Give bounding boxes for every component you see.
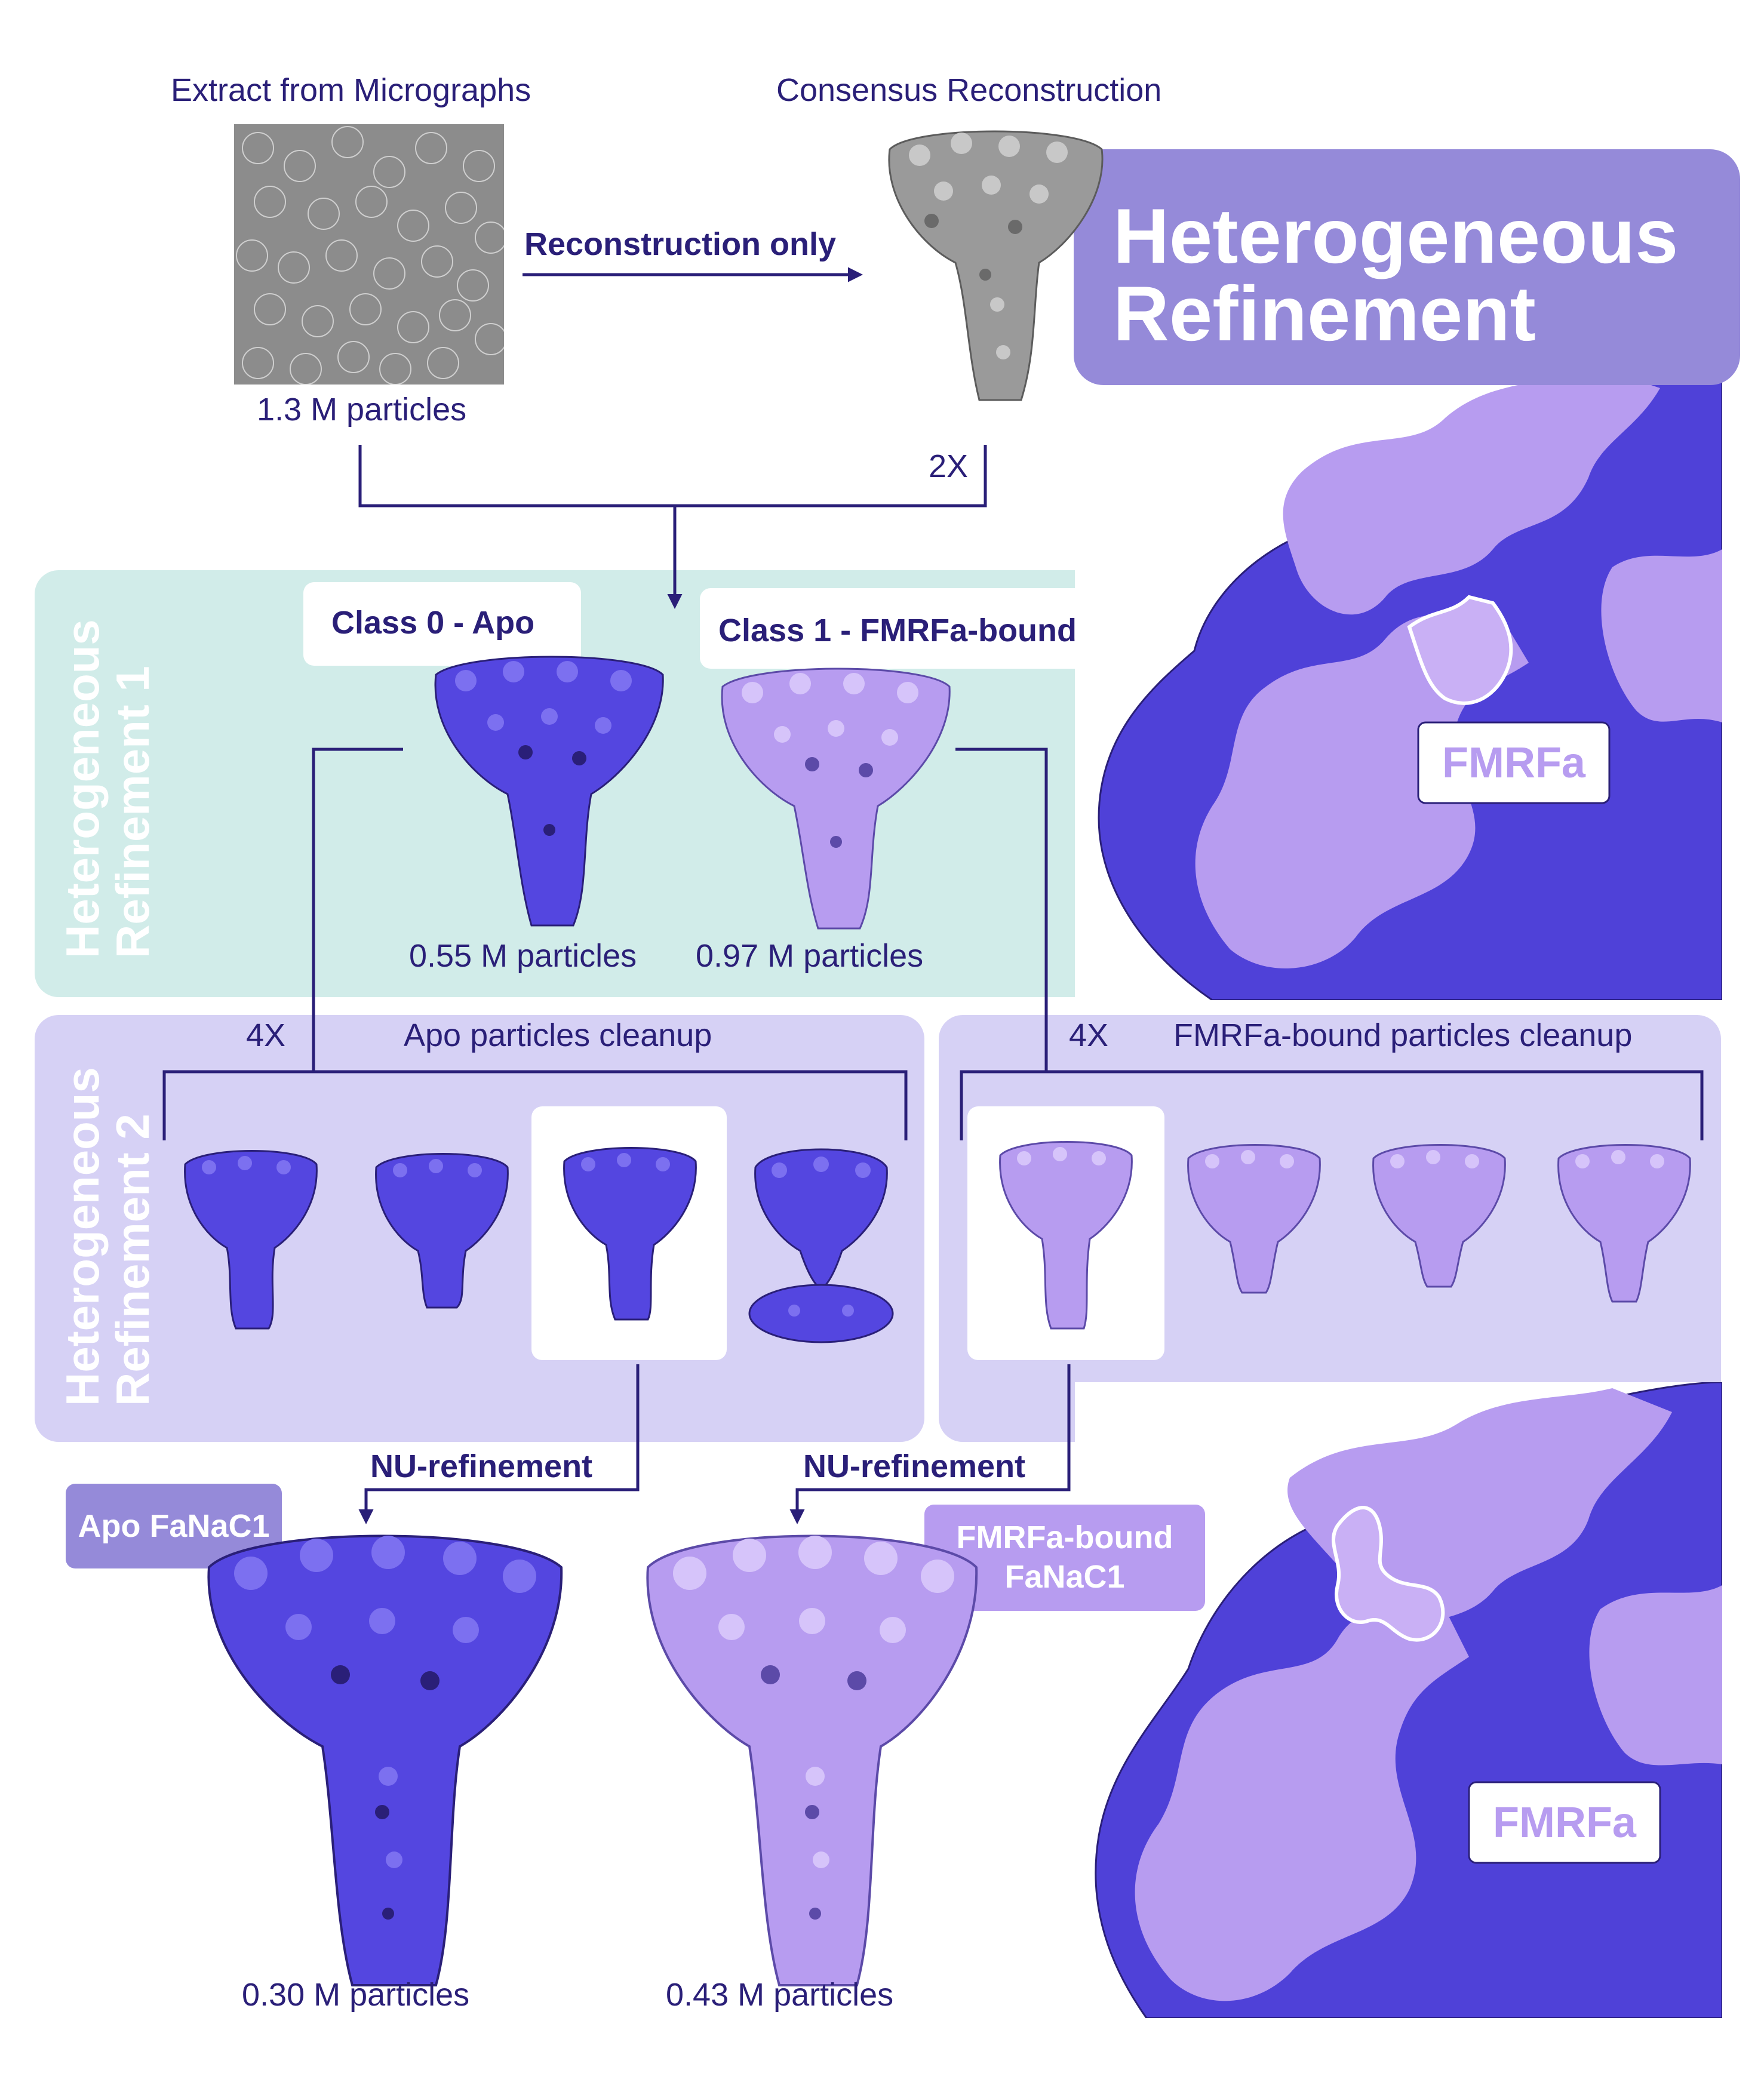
apo-class-c-density — [563, 1147, 697, 1321]
class1-label: Class 1 - FMRFa-bound — [718, 613, 1077, 648]
fmrfa-tag-line-2: FaNaC1 — [1004, 1559, 1125, 1595]
reconstruction-only-label: Reconstruction only — [524, 226, 837, 262]
title-card: Heterogeneous Refinement — [1074, 149, 1740, 385]
fmrfa-class-d-density — [1557, 1144, 1691, 1303]
consensus-density — [888, 130, 1104, 401]
apo-class-a-density — [184, 1150, 318, 1330]
nu-refinement-left: NU-refinement — [370, 1448, 593, 1484]
micrograph-image — [234, 124, 504, 385]
apo-cleanup-label: Apo particles cleanup — [404, 1017, 712, 1053]
zoom-bottom-label: FMRFa — [1493, 1799, 1637, 1847]
title-line-2: Refinement — [1113, 270, 1536, 357]
fmrfa-cleanup-label: FMRFa-bound particles cleanup — [1173, 1017, 1633, 1053]
extract-label: Extract from Micrographs — [171, 72, 531, 108]
class1-density — [721, 668, 951, 930]
fmrfa-final-particles: 0.43 M particles — [666, 1977, 894, 2013]
class1-particles: 0.97 M particles — [696, 938, 924, 974]
consensus-label: Consensus Reconstruction — [776, 72, 1162, 108]
apo-multiplier: 4X — [246, 1017, 286, 1053]
class0-label-box — [303, 582, 581, 666]
apo-final-particles: 0.30 M particles — [242, 1977, 470, 2013]
class0-label: Class 0 - Apo — [331, 605, 535, 641]
zoom-density-bottom: FMRFa — [1075, 1382, 1722, 2018]
zoom-top-label: FMRFa — [1442, 739, 1586, 787]
class0-particles: 0.55 M particles — [409, 938, 637, 974]
fmrfa-final-density — [646, 1534, 978, 1986]
apo-fanac1-tag: Apo FaNaC1 — [66, 1484, 282, 1568]
fmrfa-class-a-density — [999, 1141, 1133, 1330]
class1-label-box — [700, 588, 1112, 669]
apo-class-b-density — [375, 1153, 509, 1309]
title-line-1: Heterogeneous — [1113, 192, 1679, 279]
fmrfa-multiplier: 4X — [1069, 1017, 1109, 1053]
multiplier-2x: 2X — [929, 448, 969, 484]
apo-class-d-density — [748, 1148, 894, 1343]
class0-density — [434, 656, 664, 927]
particles-total: 1.3 M particles — [257, 392, 467, 427]
zoom-density-top: FMRFa — [1075, 352, 1722, 1000]
fmrfa-class-b-density — [1187, 1144, 1321, 1294]
fmrfa-class-c-density — [1372, 1144, 1506, 1288]
apo-final-density — [207, 1534, 563, 1986]
fmrfa-tag-line-1: FMRFa-bound — [956, 1520, 1173, 1555]
nu-refinement-right: NU-refinement — [803, 1448, 1026, 1484]
